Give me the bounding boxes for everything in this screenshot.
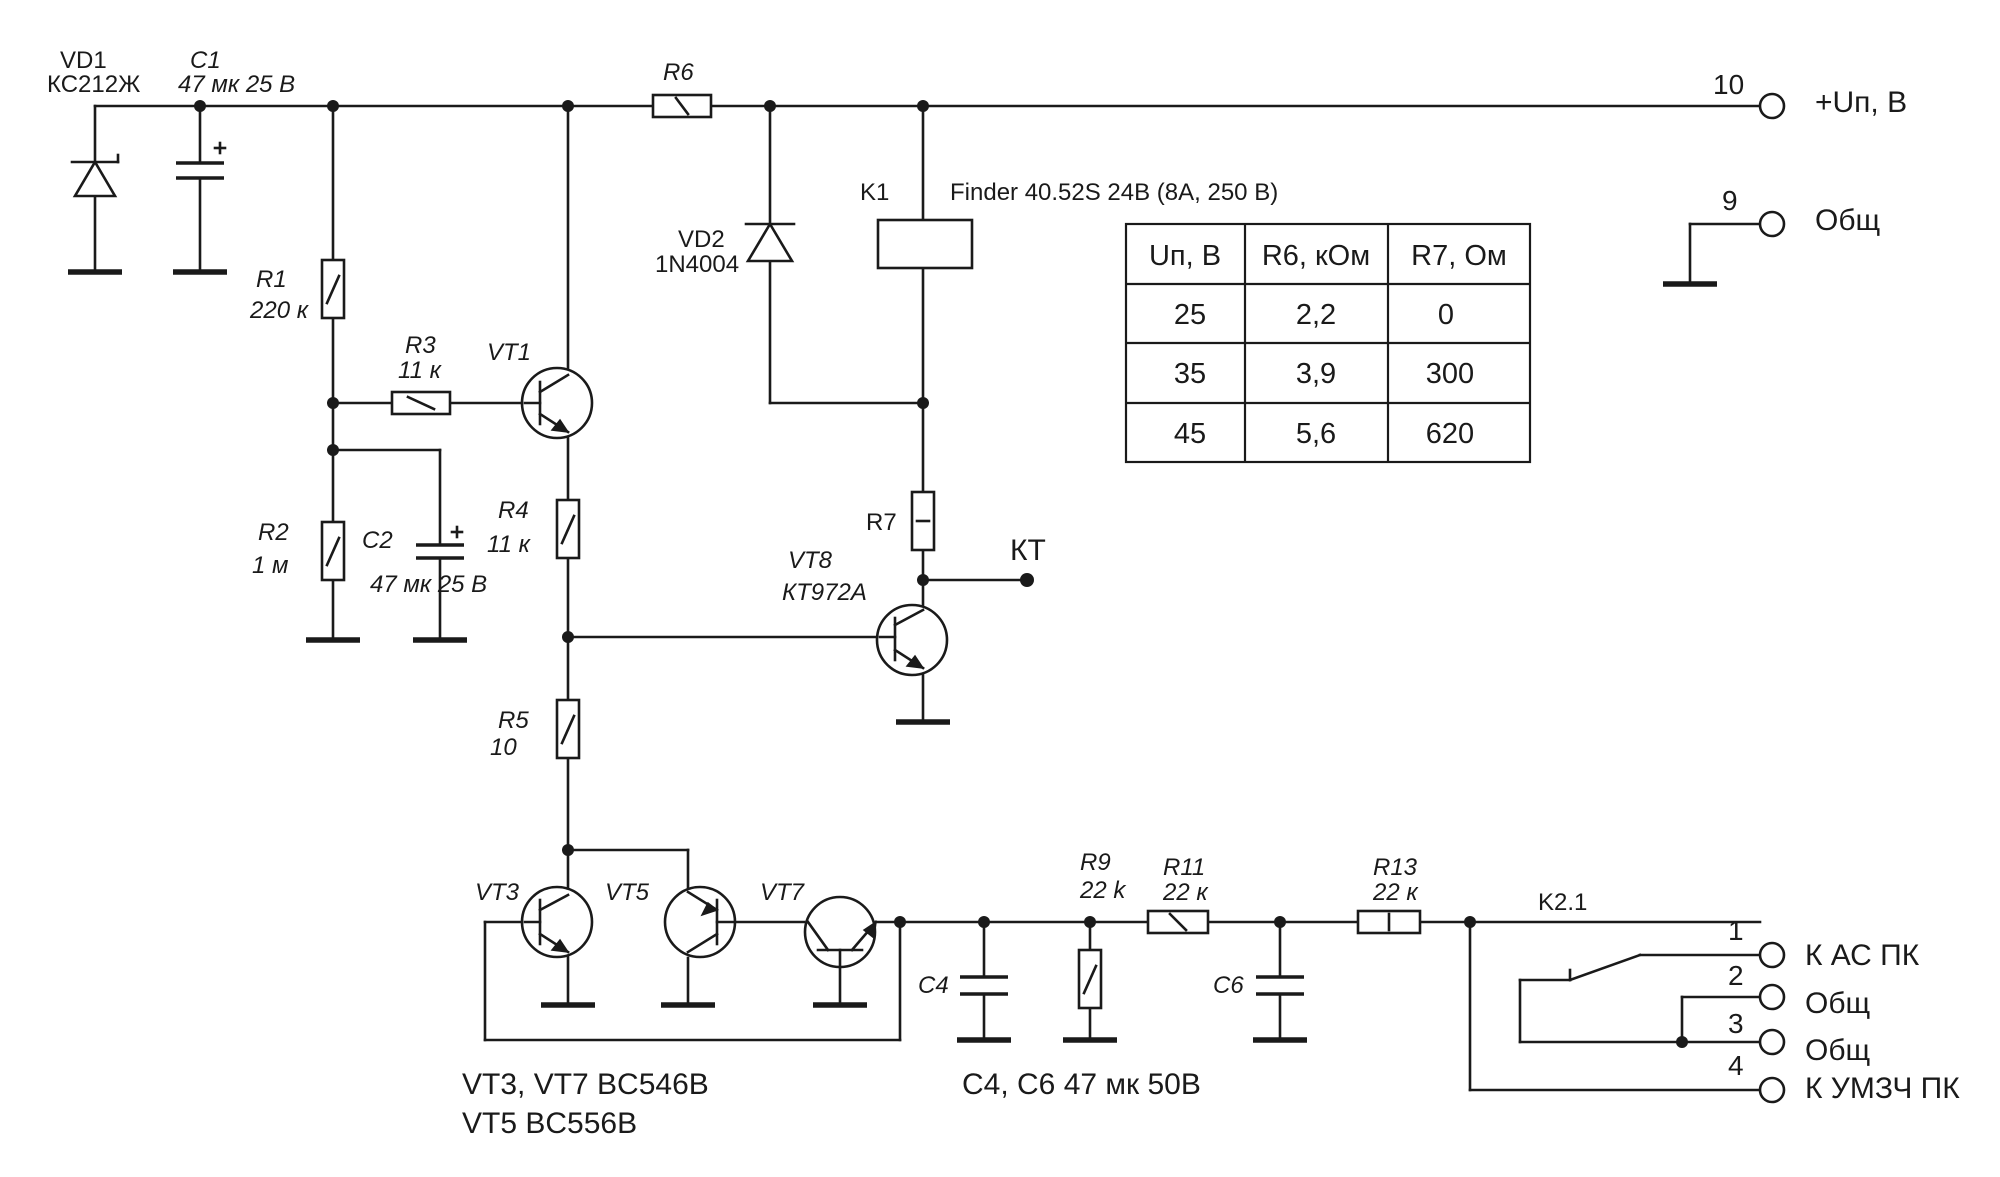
r2-resistor <box>320 520 346 582</box>
c2-capacitor <box>416 525 464 560</box>
ground-symbols <box>68 269 1717 1043</box>
r7-ref: R7 <box>866 509 897 536</box>
table-cell: 300 <box>1426 358 1474 390</box>
k21-ref: K2.1 <box>1538 889 1587 916</box>
terminal-3-label: Общ <box>1805 1034 1870 1067</box>
k1-relay-coil <box>876 218 974 270</box>
terminal-2-number: 2 <box>1728 960 1744 991</box>
vd2-ref: VD2 <box>678 226 725 253</box>
c4-capacitor <box>960 975 1008 996</box>
r6-resistor <box>651 93 713 119</box>
vt1-transistor <box>520 366 594 440</box>
k1-ref: K1 <box>860 179 889 206</box>
c1-capacitor <box>176 141 227 180</box>
r13-resistor <box>1356 909 1422 935</box>
terminal-9: 9 Общ <box>1722 185 1880 238</box>
k1-value: Finder 40.52S 24В (8А, 250 В) <box>950 179 1278 206</box>
r9-value: 22 k <box>1079 877 1127 904</box>
r4-value: 11 к <box>487 531 532 558</box>
notes: VT3, VT7 BC546B VT5 BC556B C4, C6 47 мк … <box>462 1068 1201 1140</box>
note-transistors-2: VT5 BC556B <box>462 1107 637 1140</box>
c2-ref: C2 <box>362 527 393 554</box>
c6-ref: C6 <box>1213 972 1244 999</box>
r5-ref: R5 <box>498 707 529 734</box>
r6-ref: R6 <box>663 59 694 86</box>
r5-resistor <box>555 698 581 760</box>
terminal-3: 3 Общ <box>1728 1008 1870 1067</box>
vd1-zener-diode <box>70 153 120 198</box>
r3-resistor <box>390 390 452 416</box>
table-cell: 2,2 <box>1296 299 1336 331</box>
table-cell: 45 <box>1174 418 1206 450</box>
table-cell: 620 <box>1426 418 1474 450</box>
r13-value: 22 к <box>1372 879 1419 906</box>
table-header-r6: R6, кОм <box>1262 240 1370 272</box>
terminal-1-label: К АС ПК <box>1805 939 1920 972</box>
terminal-3-number: 3 <box>1728 1008 1744 1039</box>
terminal-4: 4 К УМЗЧ ПК <box>1728 1050 1960 1105</box>
vt7-transistor <box>803 895 878 969</box>
vt3-transistor <box>520 885 594 959</box>
c6-capacitor <box>1256 975 1304 996</box>
values-table: Uп, В R6, кОм R7, Ом 25 2,2 0 35 3,9 300… <box>1124 222 1532 464</box>
r2-value: 1 м <box>252 552 288 579</box>
vt1-ref: VT1 <box>487 339 531 366</box>
vd2-diode <box>744 221 796 263</box>
table-cell: 5,6 <box>1296 418 1336 450</box>
vd2-value: 1N4004 <box>655 251 739 278</box>
r7-resistor <box>910 490 936 552</box>
terminal-10: 10 +Uп, В <box>1713 69 1907 120</box>
kt-label: КТ <box>1010 534 1046 567</box>
r1-resistor <box>320 258 346 320</box>
vd1-ref: VD1 <box>60 47 107 74</box>
terminal-10-number: 10 <box>1713 69 1744 100</box>
vd1-value: КС212Ж <box>47 71 140 98</box>
table-header-r7: R7, Ом <box>1411 240 1507 272</box>
table-cell: 3,9 <box>1296 358 1336 390</box>
table-header-up: Uп, В <box>1149 240 1221 272</box>
r11-value: 22 к <box>1162 879 1209 906</box>
r1-value: 220 к <box>249 297 310 324</box>
vt8-transistor <box>875 603 949 677</box>
terminal-4-label: К УМЗЧ ПК <box>1805 1072 1960 1105</box>
r13-ref: R13 <box>1373 854 1418 881</box>
vt3-ref: VT3 <box>475 879 520 906</box>
table-cell: 35 <box>1174 358 1206 390</box>
r9-resistor <box>1077 948 1103 1010</box>
terminal-9-label: Общ <box>1815 204 1880 237</box>
r5-value: 10 <box>490 734 517 761</box>
terminal-4-number: 4 <box>1728 1050 1744 1081</box>
component-labels: VD1 КС212Ж C1 47 мк 25 В R1 220 к R2 1 м… <box>47 47 1587 999</box>
c2-value: 47 мк 25 В <box>370 571 487 598</box>
r1-ref: R1 <box>256 266 287 293</box>
vt8-value: КТ972А <box>782 579 867 606</box>
vt5-transistor <box>663 885 737 959</box>
c1-value: 47 мк 25 В <box>178 71 295 98</box>
terminal-10-label: +Uп, В <box>1815 86 1907 119</box>
junction-dots <box>194 100 1688 1048</box>
r4-ref: R4 <box>498 497 529 524</box>
r4-resistor <box>555 498 581 560</box>
vt5-ref: VT5 <box>605 879 650 906</box>
r3-ref: R3 <box>405 332 436 359</box>
terminal-9-number: 9 <box>1722 185 1738 216</box>
r3-value: 11 к <box>398 357 443 384</box>
note-capacitors: C4, C6 47 мк 50В <box>962 1068 1201 1101</box>
table-cell: 0 <box>1438 299 1454 331</box>
terminal-2-label: Общ <box>1805 987 1870 1020</box>
r11-resistor <box>1146 909 1210 935</box>
c1-ref: C1 <box>190 47 221 74</box>
c4-ref: C4 <box>918 972 949 999</box>
terminal-2: 2 Общ <box>1728 960 1870 1020</box>
note-transistors-1: VT3, VT7 BC546B <box>462 1068 709 1101</box>
vt7-ref: VT7 <box>760 879 806 906</box>
table-cell: 25 <box>1174 299 1206 331</box>
terminal-1: 1 К АС ПК <box>1728 915 1920 972</box>
vt8-ref: VT8 <box>788 547 833 574</box>
r9-ref: R9 <box>1080 849 1111 876</box>
r11-ref: R11 <box>1163 854 1205 881</box>
r2-ref: R2 <box>258 519 289 546</box>
terminal-1-number: 1 <box>1728 915 1744 946</box>
